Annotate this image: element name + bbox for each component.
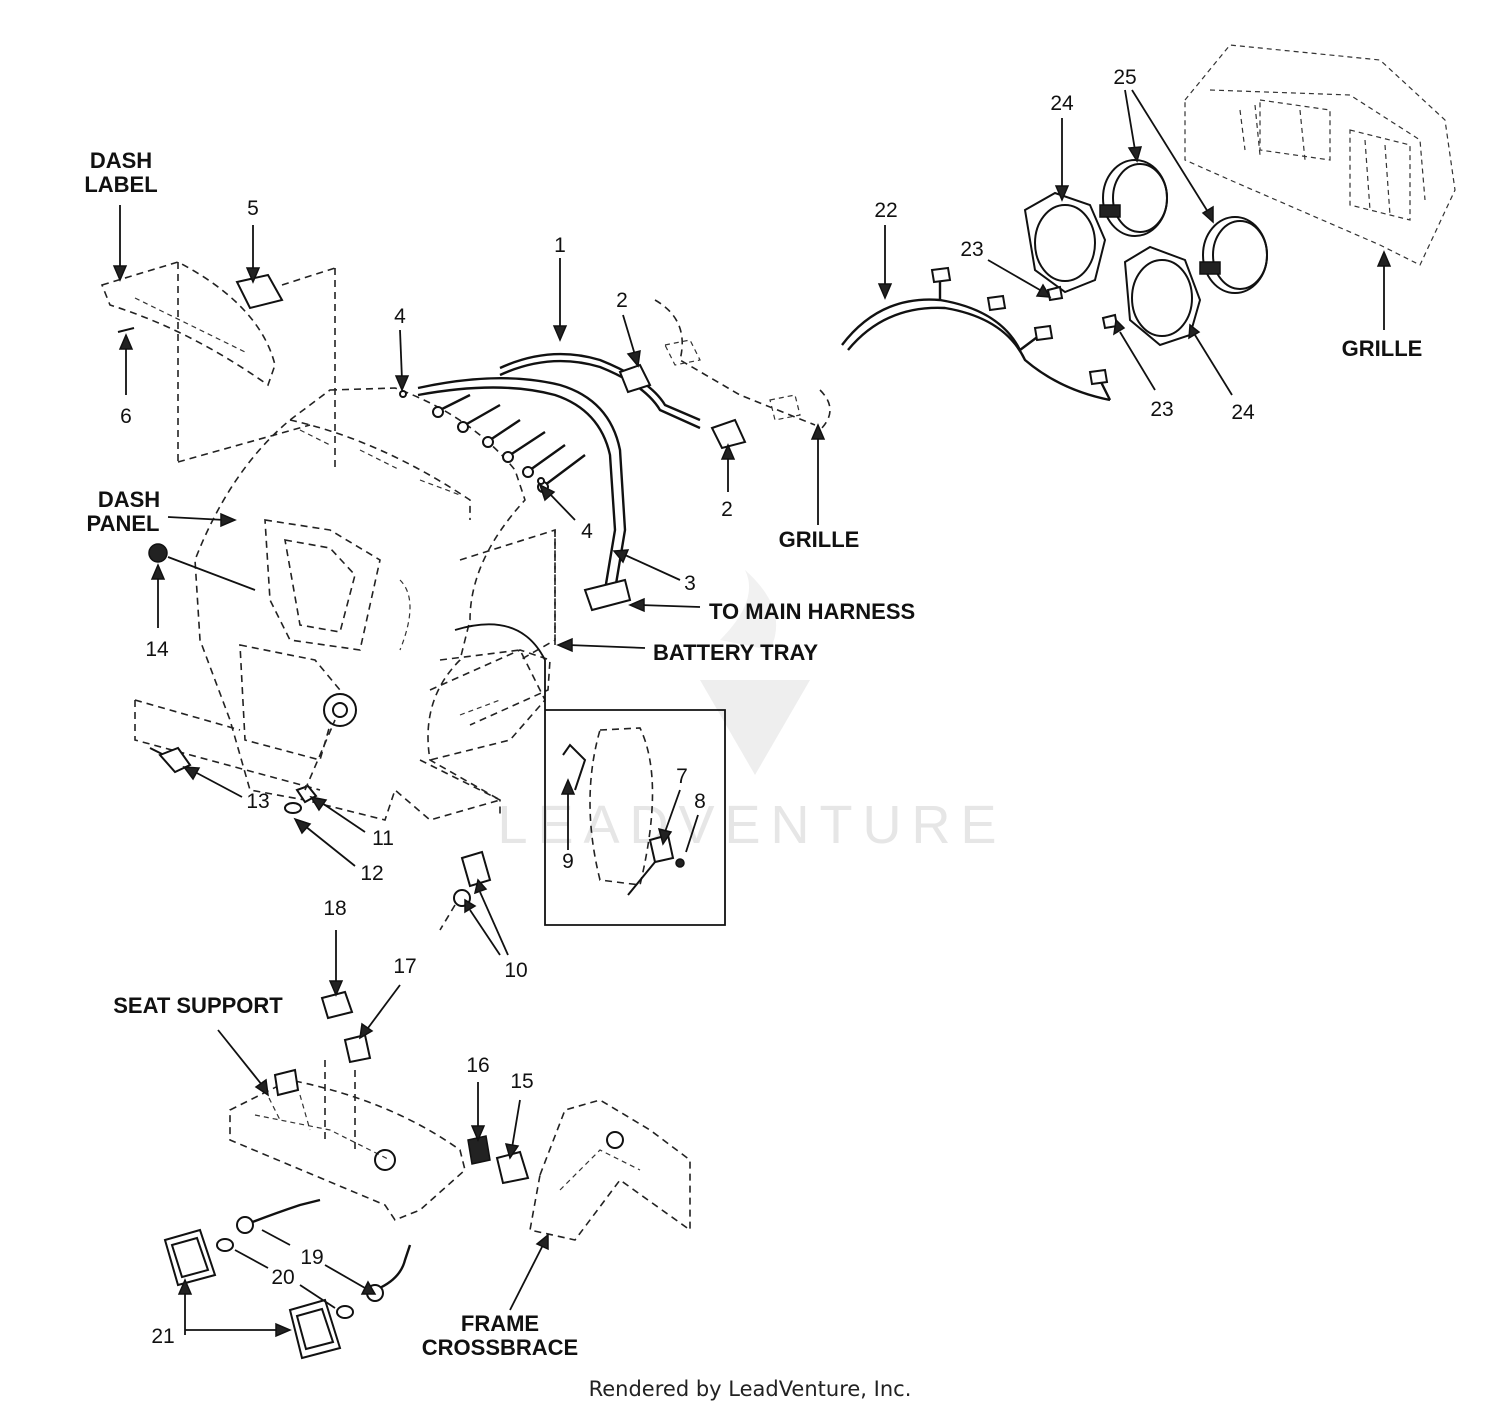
callout-22: 22 bbox=[874, 199, 897, 222]
callout-3: 3 bbox=[684, 572, 696, 595]
callout-1: 1 bbox=[554, 234, 566, 257]
callout-18: 18 bbox=[323, 897, 346, 920]
callout-19: 19 bbox=[300, 1246, 323, 1269]
callout-16: 16 bbox=[466, 1054, 489, 1077]
screw-part-6 bbox=[117, 327, 135, 333]
label-dash-panel-line-1: DASH bbox=[98, 487, 160, 512]
socket-parts-2 bbox=[618, 363, 747, 450]
callout-25: 25 bbox=[1113, 66, 1136, 89]
callout-15: 15 bbox=[510, 1070, 533, 1093]
headlight-bezel-parts-24 bbox=[1023, 191, 1202, 347]
label-battery-tray: BATTERY TRAY bbox=[653, 640, 818, 665]
callout-4-lower: 4 bbox=[581, 520, 593, 543]
label-to-main-harness: TO MAIN HARNESS bbox=[709, 599, 915, 624]
part-name-labels: DASH LABEL DASH PANEL GRILLE GRILLE TO M… bbox=[84, 148, 1422, 1360]
callout-24-lower: 24 bbox=[1231, 401, 1255, 424]
footer-credit: Rendered by LeadVenture, Inc. bbox=[589, 1377, 912, 1401]
callout-8: 8 bbox=[694, 790, 706, 813]
callout-9: 9 bbox=[562, 850, 574, 873]
callout-2-upper: 2 bbox=[616, 289, 628, 312]
callout-24-upper: 24 bbox=[1050, 92, 1074, 115]
label-seat-support: SEAT SUPPORT bbox=[113, 993, 283, 1018]
callout-6: 6 bbox=[120, 405, 132, 428]
callout-21: 21 bbox=[151, 1325, 174, 1348]
relay-part-16 bbox=[467, 1135, 491, 1165]
callout-23-upper: 23 bbox=[960, 238, 983, 261]
knob-part-14 bbox=[148, 543, 256, 591]
callout-20: 20 bbox=[271, 1266, 294, 1289]
headlight-bulb-parts-25 bbox=[1099, 159, 1268, 294]
callout-2-lower: 2 bbox=[721, 498, 733, 521]
label-grille-center: GRILLE bbox=[779, 527, 860, 552]
leader-lines bbox=[112, 89, 1392, 1338]
callout-13: 13 bbox=[246, 790, 269, 813]
bulb-parts-20 bbox=[216, 1238, 354, 1319]
switch-part-17 bbox=[343, 1033, 372, 1064]
callout-10: 10 bbox=[504, 959, 527, 982]
callout-4-upper: 4 bbox=[394, 305, 406, 328]
headlight-harness-part-1 bbox=[499, 352, 701, 430]
ignition-switch-part-10 bbox=[439, 850, 492, 931]
seat-support-part bbox=[229, 1060, 466, 1221]
label-grille-right: GRILLE bbox=[1342, 336, 1423, 361]
dash-panel-part bbox=[194, 387, 556, 821]
battery-tray-part bbox=[429, 649, 551, 726]
screw-parts-4 bbox=[399, 390, 545, 485]
relay-part-15 bbox=[495, 1150, 530, 1185]
callout-7: 7 bbox=[676, 765, 688, 788]
leadventure-watermark: LEADVENTURE bbox=[497, 570, 1006, 855]
callout-23-lower: 23 bbox=[1150, 398, 1173, 421]
screw-parts-23 bbox=[1046, 285, 1119, 330]
toggle-switch-part-13 bbox=[134, 699, 321, 791]
label-dash-panel-line-2: PANEL bbox=[87, 511, 160, 536]
callout-14: 14 bbox=[145, 638, 169, 661]
callout-11: 11 bbox=[372, 827, 394, 850]
callout-17: 17 bbox=[393, 955, 416, 978]
dash-label-part bbox=[100, 261, 311, 463]
grille-right-part bbox=[1184, 44, 1456, 266]
label-dash-label-line-1: DASH bbox=[90, 148, 152, 173]
switch-part-18 bbox=[320, 990, 354, 1020]
callout-12: 12 bbox=[360, 862, 383, 885]
callout-numbers: 1 2 2 3 4 4 5 6 7 8 9 10 11 12 13 14 15 … bbox=[120, 66, 1255, 1348]
frame-crossbrace-part bbox=[529, 1099, 691, 1241]
callout-5: 5 bbox=[247, 197, 259, 220]
label-frame-crossbrace-line-2: CROSSBRACE bbox=[422, 1335, 578, 1360]
watermark-logo-icon bbox=[700, 680, 810, 775]
label-frame-crossbrace-line-1: FRAME bbox=[461, 1311, 539, 1336]
taillight-lens-parts-21 bbox=[163, 1228, 342, 1360]
grille-center-part bbox=[654, 299, 831, 431]
dash-harness-part-3 bbox=[417, 376, 632, 612]
headlight-harness-part-22 bbox=[841, 266, 1112, 402]
dash-switch-part-5 bbox=[235, 267, 336, 470]
label-dash-label-line-2: LABEL bbox=[84, 172, 157, 197]
watermark-text: LEADVENTURE bbox=[497, 795, 1006, 855]
